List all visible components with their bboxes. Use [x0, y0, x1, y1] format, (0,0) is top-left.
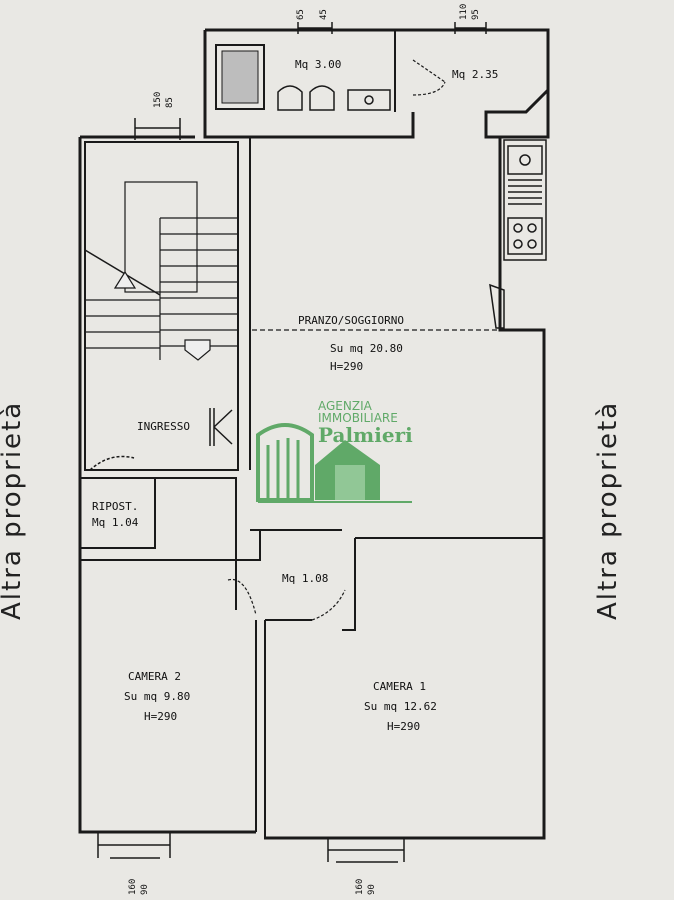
watermark-line2: IMMOBILIARE: [318, 411, 398, 425]
dim-stair-1: 150: [153, 92, 163, 108]
entry-door: [89, 408, 233, 471]
soggiorno-name: PRANZO/SOGGIORNO: [298, 314, 404, 327]
dim-stair-2: 85: [165, 97, 175, 108]
ingresso-name: INGRESSO: [137, 420, 190, 433]
camera1-height: H=290: [387, 720, 420, 733]
dim-camera1-2: 90: [367, 884, 377, 895]
dim-camera1-1: 160: [355, 879, 365, 895]
dim-camera2-2: 90: [140, 884, 150, 895]
right-side-label: Altra proprietà: [593, 401, 623, 620]
disimpegno-area: Mq 1.08: [282, 572, 328, 585]
camera1-name: CAMERA 1: [373, 680, 426, 693]
ripostiglio-name: RIPOST.: [92, 500, 138, 513]
door-arcs: [227, 578, 346, 621]
camera2-area: Su mq 9.80: [124, 690, 190, 703]
agency-watermark: AGENZIA IMMOBILIARE Palmieri: [256, 399, 413, 503]
shower-icon: [215, 44, 265, 110]
agency-logo-icon: [256, 423, 412, 503]
sanitary-icon: [277, 85, 391, 111]
dim-bagno-1: 65: [296, 9, 306, 20]
left-side-label: Altra proprietà: [0, 401, 27, 620]
camera2-height: H=290: [144, 710, 177, 723]
wc-area: Mq 2.35: [452, 68, 498, 81]
watermark-line1: AGENZIA: [318, 399, 373, 413]
camera1-area: Su mq 12.62: [364, 700, 437, 713]
dim-wc-1: 110: [459, 4, 469, 20]
staircase: [84, 181, 238, 361]
dim-bagno-2: 45: [319, 9, 329, 20]
camera2-name: CAMERA 2: [128, 670, 181, 683]
ripostiglio-area: Mq 1.04: [92, 516, 139, 529]
kitchen-icon: [489, 139, 547, 329]
window-marks: [97, 22, 487, 863]
dim-wc-2: 95: [471, 9, 481, 20]
dim-camera2-1: 160: [128, 879, 138, 895]
soggiorno-area: Su mq 20.80: [330, 342, 403, 355]
soggiorno-height: H=290: [330, 360, 363, 373]
watermark-brand: Palmieri: [318, 423, 413, 447]
wc-door-arc: [412, 59, 446, 96]
walls: [78, 28, 550, 840]
bagno-area: Mq 3.00: [295, 58, 341, 71]
